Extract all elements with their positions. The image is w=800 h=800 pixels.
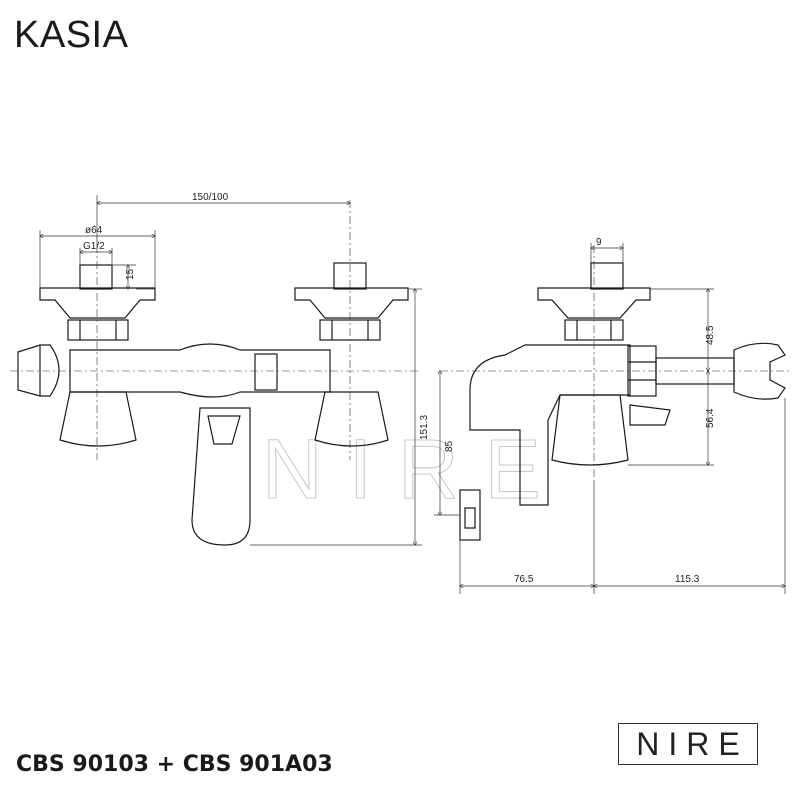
- nire-logo: NIRE: [618, 723, 758, 765]
- front-view: [17, 262, 409, 546]
- right-shower-holder: [733, 342, 786, 400]
- dim-spout-height: 85: [444, 440, 455, 452]
- right-flange: [294, 287, 409, 319]
- dim-inlet-height: 15: [125, 268, 136, 280]
- dim-total-height: 151.3: [419, 415, 430, 440]
- right-inlet-stub: [333, 262, 367, 290]
- spout: [191, 407, 251, 546]
- dim-spout-projection: 76.5: [514, 574, 534, 585]
- dim-holder-projection: 115.3: [675, 574, 700, 585]
- dim-top-offset: 48.5: [705, 325, 716, 345]
- left-nut: [67, 319, 129, 341]
- dim-lower-offset: 56.4: [705, 408, 716, 428]
- side-inlet-stub: [590, 262, 624, 290]
- aerator: [207, 415, 241, 445]
- diverter-outlet: [254, 353, 278, 391]
- nire-logo-text: NIRE: [636, 725, 749, 762]
- left-leg: [59, 391, 137, 447]
- dim-spacing: 150/100: [192, 192, 229, 203]
- nire-watermark: NIRE: [262, 422, 567, 516]
- product-title: KASIA: [14, 14, 129, 56]
- dim-thread: G1/2: [83, 241, 105, 252]
- model-codes: CBS 90103 + CBS 901A03: [16, 752, 333, 777]
- side-aerator: [464, 507, 476, 529]
- front-centerlines: [10, 200, 420, 460]
- left-inlet-stub: [79, 264, 113, 290]
- front-dimensions: [40, 195, 422, 545]
- dim-flange-diameter: ø64: [85, 225, 103, 236]
- side-centerlines: [440, 245, 790, 480]
- mixer-body: [69, 343, 331, 398]
- diverter-lever: [629, 404, 671, 426]
- side-dimensions: [434, 243, 785, 594]
- right-leg: [314, 391, 389, 447]
- left-flange: [39, 287, 156, 319]
- dim-inlet-width: 9: [596, 237, 602, 248]
- side-body: [469, 344, 631, 506]
- left-shower-holder: [17, 344, 60, 397]
- side-flange: [537, 287, 651, 319]
